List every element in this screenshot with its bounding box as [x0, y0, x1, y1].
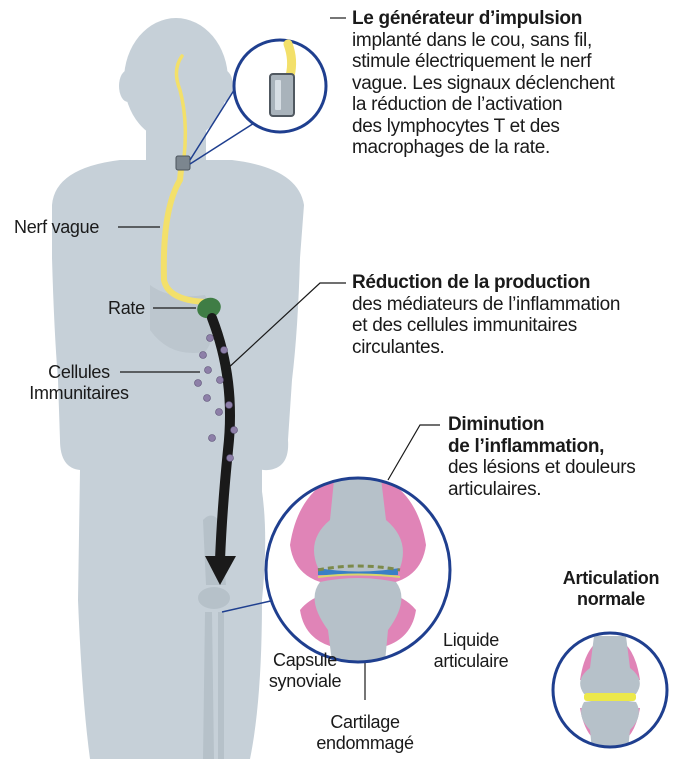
callout-pulse-generator: Le générateur d’impulsion implanté dans … [352, 8, 672, 159]
callout-pulse-generator-line: stimule électriquement le nerf [352, 51, 672, 73]
callout-production: Réduction de la production des médiateur… [352, 272, 677, 358]
callout-pulse-generator-line: des lymphocytes T et des [352, 116, 672, 138]
label-immune-cells: Cellules Immunitaires [24, 362, 134, 404]
label-synovial-fluid: Liquide articulaire [416, 630, 526, 672]
pulse-generator-implant [176, 156, 190, 170]
label-damaged-cartilage-line: endommagé [310, 733, 420, 754]
callout-pulse-generator-title: Le générateur d’impulsion [352, 8, 672, 30]
label-normal-joint-line: Articulation [548, 568, 674, 589]
label-immune-cells-line: Immunitaires [24, 383, 134, 404]
label-damaged-cartilage-line: Cartilage [310, 712, 420, 733]
callout-production-title: Réduction de la production [352, 272, 677, 294]
callout-inflammation: Diminution de l’inflammation, des lésion… [448, 414, 673, 500]
callout-production-line: circulantes. [352, 337, 677, 359]
label-spleen: Rate [108, 298, 145, 319]
label-vagus-nerve: Nerf vague [14, 217, 99, 238]
label-normal-joint: Articulation normale [548, 568, 674, 610]
normal-joint-magnifier [553, 633, 667, 750]
label-synovial-fluid-line: Liquide [416, 630, 526, 651]
callout-inflammation-line: articulaires. [448, 479, 673, 501]
callout-inflammation-title: Diminution [448, 414, 673, 436]
label-immune-cells-line: Cellules [24, 362, 134, 383]
label-synovial-capsule-line: synoviale [252, 671, 358, 692]
callout-pulse-generator-line: macrophages de la rate. [352, 137, 672, 159]
callout-production-line: et des cellules immunitaires [352, 315, 677, 337]
callout-inflammation-title: de l’inflammation, [448, 436, 673, 458]
callout-pulse-generator-line: implanté dans le cou, sans fil, [352, 30, 672, 52]
callout-inflammation-line: des lésions et douleurs [448, 457, 673, 479]
label-damaged-cartilage: Cartilage endommagé [310, 712, 420, 754]
callout-production-line: des médiateurs de l’inflammation [352, 294, 677, 316]
label-synovial-capsule-line: Capsule [252, 650, 358, 671]
pulse-generator-magnifier [234, 40, 326, 132]
callout-pulse-generator-line: la réduction de l’activation [352, 94, 672, 116]
label-synovial-fluid-line: articulaire [416, 651, 526, 672]
label-synovial-capsule: Capsule synoviale [252, 650, 358, 692]
callout-pulse-generator-line: vague. Les signaux déclenchent [352, 73, 672, 95]
label-normal-joint-line: normale [548, 589, 674, 610]
